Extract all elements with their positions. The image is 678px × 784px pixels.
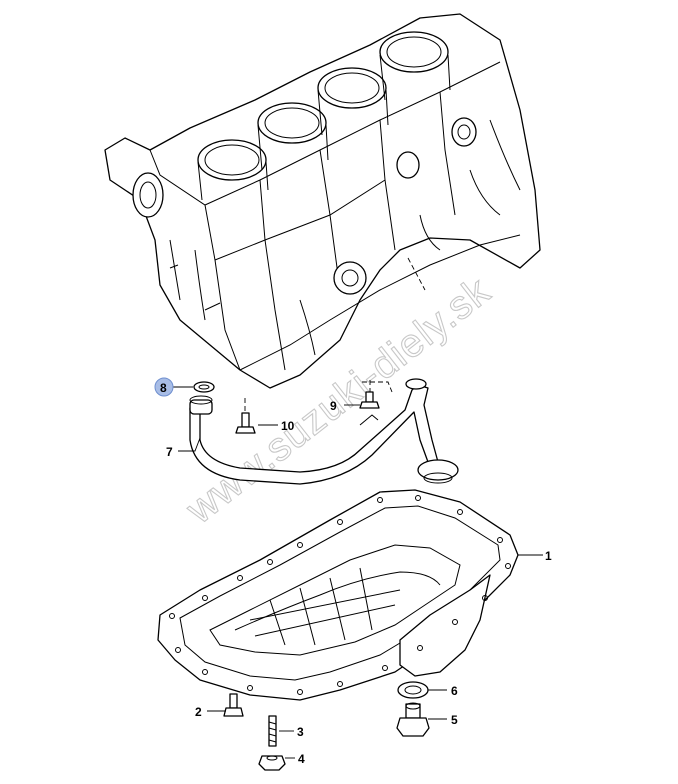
callout-1[interactable]: 1 — [545, 549, 552, 563]
o-ring — [193, 381, 215, 393]
engine-block — [104, 13, 541, 389]
callout-3[interactable]: 3 — [297, 725, 304, 739]
bolt-10 — [235, 398, 256, 434]
cylinder-bores — [197, 31, 449, 181]
oil-pan — [157, 489, 519, 701]
bolt-2 — [223, 693, 244, 717]
callout-5[interactable]: 5 — [451, 713, 458, 727]
oil-strainer-pipe — [189, 378, 459, 485]
callout-9[interactable]: 9 — [330, 399, 337, 413]
callout-4[interactable]: 4 — [298, 752, 305, 766]
callout-7[interactable]: 7 — [166, 445, 173, 459]
nut-4 — [258, 755, 286, 771]
stud-3 — [268, 715, 277, 747]
drain-plug-gasket — [397, 681, 429, 699]
callout-2[interactable]: 2 — [195, 705, 202, 719]
callout-8-highlight[interactable]: 8 — [154, 377, 174, 397]
callout-10[interactable]: 10 — [281, 419, 295, 433]
callout-8[interactable]: 8 — [160, 381, 167, 395]
callout-6[interactable]: 6 — [451, 684, 458, 698]
drain-plug — [396, 702, 430, 737]
